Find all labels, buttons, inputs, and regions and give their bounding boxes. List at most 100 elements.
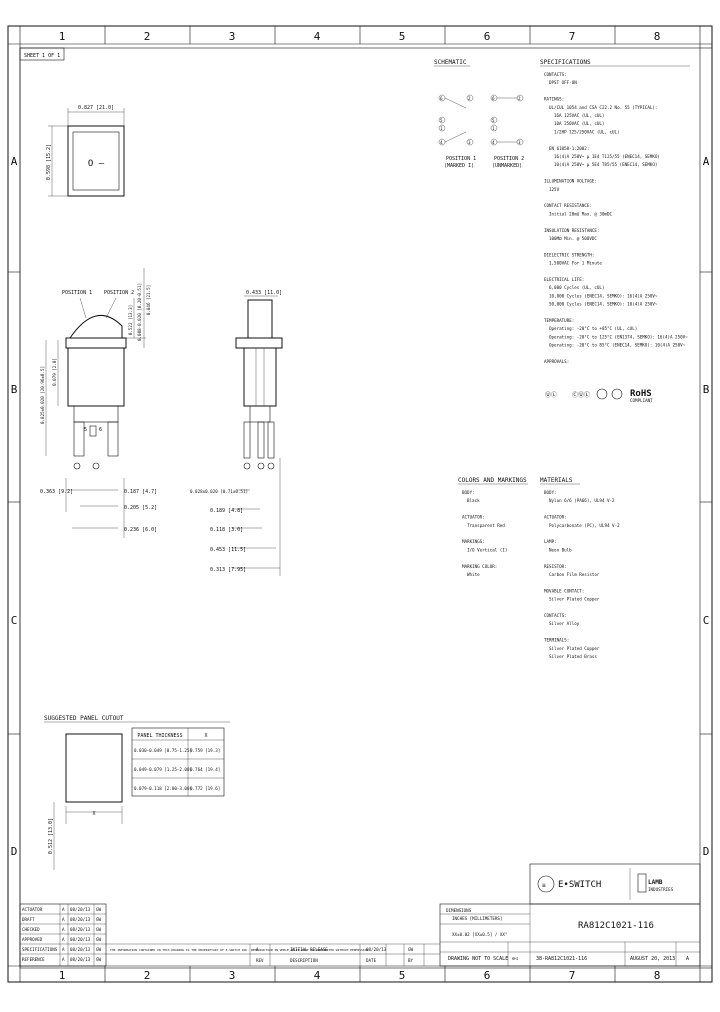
color-line-7: I/O Vertical (I) [467, 547, 507, 552]
cutout-row2-thk: 0.049-0.079 [1.25-2.00] [134, 767, 192, 772]
scale-note: DRAWING NOT TO SCALE [448, 956, 508, 962]
approval-cell-2-0: CHECKED [22, 927, 40, 932]
cutout-x-label: X [92, 811, 95, 817]
cul-logo-icon: ⒸⓊⓁ [572, 391, 590, 399]
spec-line-23: 1,500VAC For 1 Minute [549, 261, 602, 266]
approval-cell-2-1: A [62, 927, 65, 932]
end-dim-1: 0.028x0.020 [0.71x0.51] [190, 489, 248, 494]
sch-pos1-line2: (MARKED I) [444, 163, 474, 169]
side-dim-r3: 0.846 [21.5] [146, 285, 151, 315]
lamb-logo-icon [637, 873, 647, 893]
approval-cell-2-2: 08/20/13 [70, 927, 91, 932]
sch-pin-2: 2 [468, 96, 471, 101]
approval-cell-4-0: SPECIFICATIONS [22, 947, 58, 952]
specifications: SPECIFICATIONS CONTACTS:DPST OFF-ONRATIN… [540, 59, 690, 403]
spec-line-27: 10,000 Cycles (ENEC14, SEMKO): 16(4)A 25… [549, 293, 658, 298]
cutout-row3-thk: 0.079-0.118 [2.00-3.00] [134, 786, 192, 791]
approval-cell-1-1: A [62, 917, 65, 922]
rev-letter: A [256, 947, 259, 952]
material-line-0: BODY: [544, 490, 557, 495]
materials-title: MATERIALS [540, 477, 573, 484]
approval-cell-5-2: 08/20/13 [70, 957, 91, 962]
rohs-logo: RoHS [630, 389, 652, 399]
spec-line-22: DIELECTRIC STRENGTH: [544, 252, 594, 257]
panel-cutout: SUGGESTED PANEL CUTOUT X 0.512 [13.0] PA… [44, 715, 230, 870]
sch-pin-5: 4 [440, 140, 443, 145]
spec-line-1: DPST OFF-ON [549, 80, 577, 85]
approval-cell-5-3: GW [96, 957, 102, 962]
drawing-date: AUGUST 20, 2013 [630, 956, 675, 962]
projection-icon: ⊖◁ [512, 956, 518, 962]
material-line-16: Silver Alloy [549, 621, 580, 626]
side-dim-l1: 0.825±0.020 [20.96±0.5] [40, 366, 45, 424]
approval-cell-3-3: GW [96, 937, 102, 942]
cutout-header-thickness: PANEL THICKNESS [137, 733, 182, 739]
proprietary-note: THE INFORMATION CONTAINED IN THIS DRAWIN… [110, 948, 368, 952]
materials: MATERIALS BODY: Nylon 6/6 (PA66), UL94 V-… [540, 477, 620, 659]
approval-cell-3-2: 08/20/13 [70, 937, 91, 942]
grid-row-left-b: B [11, 383, 18, 396]
grid-col-top-6: 6 [484, 30, 491, 43]
material-line-9: RESISTOR: [544, 564, 567, 569]
sch-pin-9: 5 [492, 118, 495, 123]
end-dim-4: 0.453 [11.5] [210, 547, 246, 553]
front-actuator [72, 131, 120, 191]
eswitch-logo-icon [537, 875, 555, 893]
approval-cell-4-1: A [62, 947, 65, 952]
colors-title: COLORS AND MARKINGS [458, 477, 527, 484]
title-block: ≡ E•SWITCH LAMB INDUSTRIES DIMENSIONS IN… [19, 863, 701, 967]
side-position-2: POSITION 2 [104, 290, 134, 296]
side-bottom-dim-3: 0.205 [5.2] [124, 505, 157, 511]
color-line-10: White [467, 572, 480, 577]
grid-row-right-a: A [703, 155, 710, 168]
approval-cell-1-3: GW [96, 917, 102, 922]
units-label: DIMENSIONS [446, 908, 472, 913]
end-dim-5: 0.313 [7.95] [210, 567, 246, 573]
sch-pos2-line2: (UNMARKED) [492, 163, 522, 169]
side-bottom-dim-4: 0.236 [6.0] [124, 527, 157, 533]
rev-date: 08/20/13 [366, 947, 387, 952]
spec-line-11: 10(4)A 250V~ μ 5E4 T85/55 (ENEC14, SEMKO… [554, 162, 657, 167]
cutout-row1-x: 0.759 [19.3] [190, 748, 220, 753]
material-line-10: Carbon Film Resistor [549, 572, 600, 577]
end-view: 0.433 [11.0] 0.028x0.020 [0.71x0.51] 0.1… [190, 290, 283, 576]
grid-col-bottom-2: 2 [144, 969, 151, 982]
grid-col-top-2: 2 [144, 30, 151, 43]
grid-row-right-d: D [703, 845, 710, 858]
spec-line-5: 16A 125VAC (UL, cUL) [554, 113, 604, 118]
sch-pin-12: 3 [518, 140, 521, 145]
approval-cell-1-2: 08/20/13 [70, 917, 91, 922]
material-line-1: Nylon 6/6 (PA66), UL94 V-2 [549, 498, 615, 503]
front-width-dim: 0.827 [21.0] [78, 105, 114, 111]
part-number: RA812C1021-116 [578, 921, 654, 931]
cutout-row1-thk: 0.030-0.049 [0.75-1.25] [134, 748, 192, 753]
color-line-9: MARKING COLOR: [462, 564, 497, 569]
spec-line-4: UL/CUL 1054 and CSA C22.2 No. 55 (TYPICA… [549, 105, 657, 110]
approval-cell-5-1: A [62, 957, 65, 962]
tolerance: XX±0.02 [XX±0.5] / XX° [452, 932, 507, 937]
grid-col-bottom-1: 1 [59, 969, 66, 982]
material-line-3: ACTUATOR: [544, 515, 567, 520]
rev-head-rev: REV [256, 958, 264, 963]
spec-line-7: 1/2HP 125/250VAC (UL, cUL) [554, 129, 620, 134]
front-view: 0.827 [21.0] O – 0.598 [15.2] [46, 105, 125, 197]
column-dividers [8, 26, 712, 982]
outer-frame [7, 25, 713, 983]
side-pin-6: 6 [99, 427, 102, 433]
approval-cell-2-3: GW [96, 927, 102, 932]
front-housing [67, 125, 125, 197]
spec-line-33: Operating: -20°C to 85°C (ENEC14, SEMKO)… [549, 343, 686, 348]
grid-col-bottom-5: 5 [399, 969, 406, 982]
approval-cell-0-2: 08/20/13 [70, 907, 91, 912]
approval-cell-5-0: REFERENCE [22, 957, 45, 962]
spec-line-3: RATINGS: [544, 97, 564, 102]
material-line-4: Polycarbonate (PC), UL94 V-2 [549, 523, 620, 528]
spec-line-32: Operating: -20°C to 125°C (EN1374, SEMKO… [549, 334, 688, 339]
color-line-0: BODY: [462, 490, 475, 495]
sch-pos1-line1: POSITION 1 [446, 156, 476, 162]
material-line-13: Silver Plated Copper [549, 597, 600, 602]
approval-cell-0-1: A [62, 907, 65, 912]
spec-line-19: INSULATION RESISTANCE: [544, 228, 599, 233]
partner-name: LAMB [648, 879, 663, 886]
